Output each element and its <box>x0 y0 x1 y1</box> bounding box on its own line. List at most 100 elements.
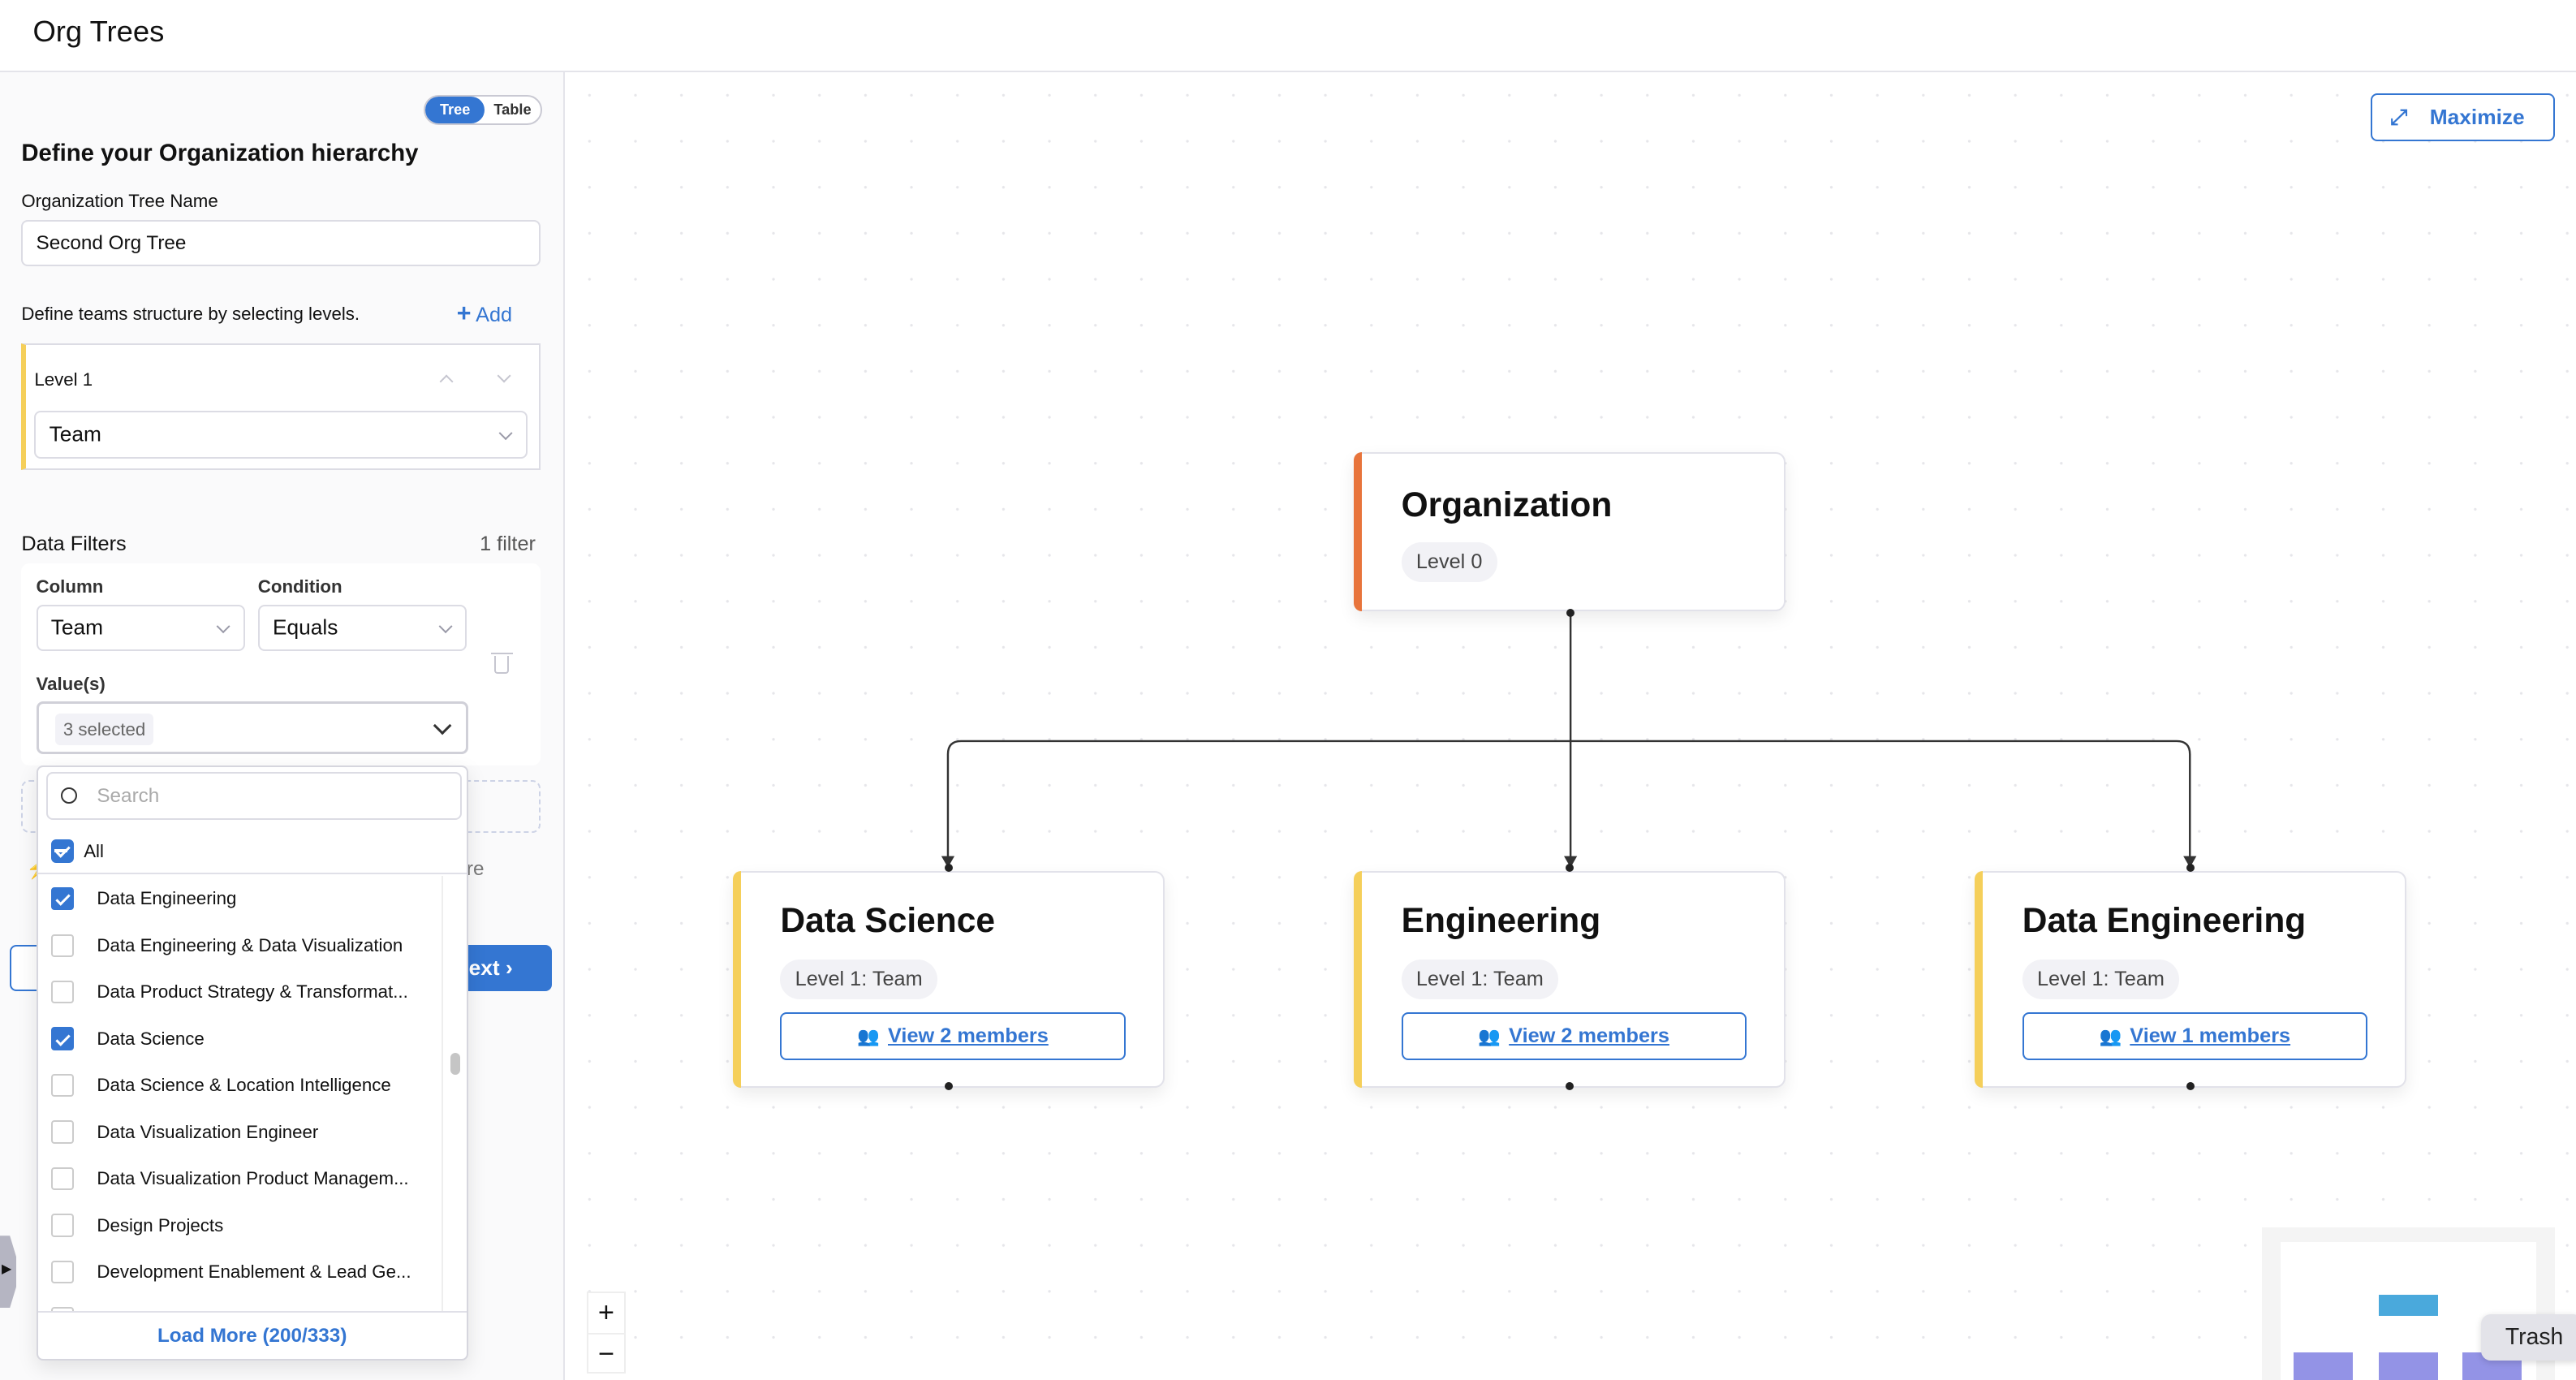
option-checkbox[interactable] <box>50 1073 75 1098</box>
view-toggle[interactable]: Tree Table <box>424 95 542 125</box>
option-item[interactable]: Data Science <box>38 1016 442 1062</box>
tab-tree[interactable]: Tree <box>425 97 485 123</box>
option-item-partial[interactable] <box>38 1296 442 1313</box>
option-item[interactable]: Data Engineering & Data Visualization <box>38 922 442 968</box>
level-badge: Level 1: Team <box>2022 960 2180 1000</box>
condition-select[interactable]: Equals <box>257 604 467 651</box>
level-select[interactable]: Team <box>34 411 528 459</box>
condition-value: Equals <box>272 615 338 640</box>
view-members-label: View 2 members <box>888 1024 1049 1047</box>
view-members-button[interactable]: 👥 View 2 members <box>780 1011 1126 1060</box>
chevron-right-icon: › <box>505 955 513 980</box>
view-members-label: View 1 members <box>2130 1024 2291 1047</box>
zoom-in-button[interactable]: + <box>597 1297 614 1329</box>
node-handle[interactable] <box>944 1081 954 1091</box>
form-heading: Define your Organization hierarchy <box>21 140 419 167</box>
option-checkbox[interactable] <box>50 980 75 1004</box>
plus-icon: + <box>456 300 472 328</box>
zoom-out-button[interactable]: − <box>588 1332 625 1373</box>
tab-table[interactable]: Table <box>493 101 532 119</box>
scrollbar[interactable] <box>442 875 466 1313</box>
level-badge: Level 1: Team <box>780 960 937 1000</box>
option-checkbox[interactable] <box>50 1027 75 1050</box>
option-label: Data Product Strategy & Transformat... <box>97 981 408 1003</box>
node-handle[interactable] <box>1566 608 1575 618</box>
selected-count-chip: 3 selected <box>54 714 154 745</box>
option-item[interactable]: Data Visualization Product Managem... <box>38 1156 442 1202</box>
minimap-root-node <box>2379 1295 2438 1317</box>
team-icon: 👥 <box>1478 1025 1501 1046</box>
tree-name-label: Organization Tree Name <box>21 190 218 211</box>
column-value: Team <box>50 615 104 640</box>
add-label: Add <box>476 304 513 327</box>
option-checkbox[interactable] <box>50 1120 75 1144</box>
option-item[interactable]: Data Product Strategy & Transformat... <box>38 969 442 1016</box>
org-root-node[interactable]: Organization Level 0 <box>1353 451 1786 611</box>
option-label: Design Projects <box>97 1214 224 1236</box>
option-checkbox[interactable] <box>50 1214 75 1237</box>
hint-text-partial: re <box>466 857 485 880</box>
option-item[interactable]: Design Projects <box>38 1202 442 1248</box>
maximize-label: Maximize <box>2429 105 2525 130</box>
expand-icon: ⤢ <box>2390 105 2408 130</box>
trash-icon-lid <box>491 652 513 654</box>
node-handle[interactable] <box>1566 863 1574 872</box>
minimap-node <box>2293 1352 2353 1380</box>
option-label: Data Science <box>97 1028 205 1049</box>
level-1-box: Level 1 Team <box>21 343 541 470</box>
option-label: Data Engineering & Data Visualization <box>97 934 403 955</box>
node-title: Data Engineering <box>2022 902 2307 941</box>
option-label: Data Visualization Product Managem... <box>97 1168 409 1189</box>
levels-hint: Define teams structure by selecting leve… <box>21 304 360 325</box>
select-all-option[interactable]: All <box>37 828 467 874</box>
team-icon: 👥 <box>2099 1025 2122 1046</box>
scrollbar-thumb[interactable] <box>450 1053 460 1075</box>
data-filters-title: Data Filters <box>21 532 127 555</box>
all-label: All <box>84 841 104 862</box>
level-color-bar <box>1975 870 1984 1089</box>
level-color-bar <box>1353 451 1363 611</box>
page-title: Org Trees <box>32 15 165 49</box>
column-label: Column <box>36 576 104 597</box>
option-checkbox[interactable] <box>50 1167 75 1191</box>
view-members-label: View 2 members <box>1509 1024 1669 1047</box>
node-handle[interactable] <box>944 863 954 872</box>
option-item[interactable]: Data Visualization Engineer <box>38 1109 442 1155</box>
column-select[interactable]: Team <box>36 604 245 651</box>
level-color-bar <box>732 870 741 1089</box>
minus-icon <box>54 849 67 853</box>
option-label: Data Science & Location Intelligence <box>97 1075 391 1096</box>
option-checkbox[interactable] <box>50 887 75 911</box>
tree-name-input[interactable]: Second Org Tree <box>21 220 541 266</box>
view-members-button[interactable]: 👥 View 2 members <box>1401 1011 1747 1060</box>
level-badge: Level 1: Team <box>1401 960 1559 1000</box>
add-level-button[interactable]: + Add <box>457 300 512 328</box>
condition-label: Condition <box>257 576 342 597</box>
dropdown-search-input[interactable]: Search <box>45 772 462 821</box>
node-handle[interactable] <box>2186 863 2195 872</box>
option-checkbox[interactable] <box>50 1307 75 1313</box>
option-item[interactable]: Data Engineering <box>38 876 442 922</box>
sidebar-expand-handle[interactable]: ▶ <box>0 1236 17 1309</box>
option-label: Data Visualization Engineer <box>97 1121 319 1142</box>
option-checkbox[interactable] <box>50 1260 75 1284</box>
search-placeholder: Search <box>97 785 160 808</box>
option-item[interactable]: Development Enablement & Lead Ge... <box>38 1249 442 1296</box>
minimap-node <box>2379 1352 2438 1380</box>
load-more-button[interactable]: Load More (200/333) <box>37 1311 467 1361</box>
values-multiselect[interactable]: 3 selected <box>36 701 468 755</box>
team-icon: 👥 <box>857 1025 880 1046</box>
arrow-heads <box>941 856 2197 868</box>
option-item[interactable]: Data Science & Location Intelligence <box>38 1063 442 1109</box>
node-handle[interactable] <box>1566 1081 1574 1091</box>
trash-icon[interactable] <box>494 655 510 674</box>
option-checkbox[interactable] <box>50 934 75 957</box>
maximize-button[interactable]: ⤢ Maximize <box>2370 93 2555 142</box>
view-members-button[interactable]: 👥 View 1 members <box>2022 1011 2367 1060</box>
node-handle[interactable] <box>2186 1081 2195 1091</box>
values-label: Value(s) <box>36 673 106 694</box>
